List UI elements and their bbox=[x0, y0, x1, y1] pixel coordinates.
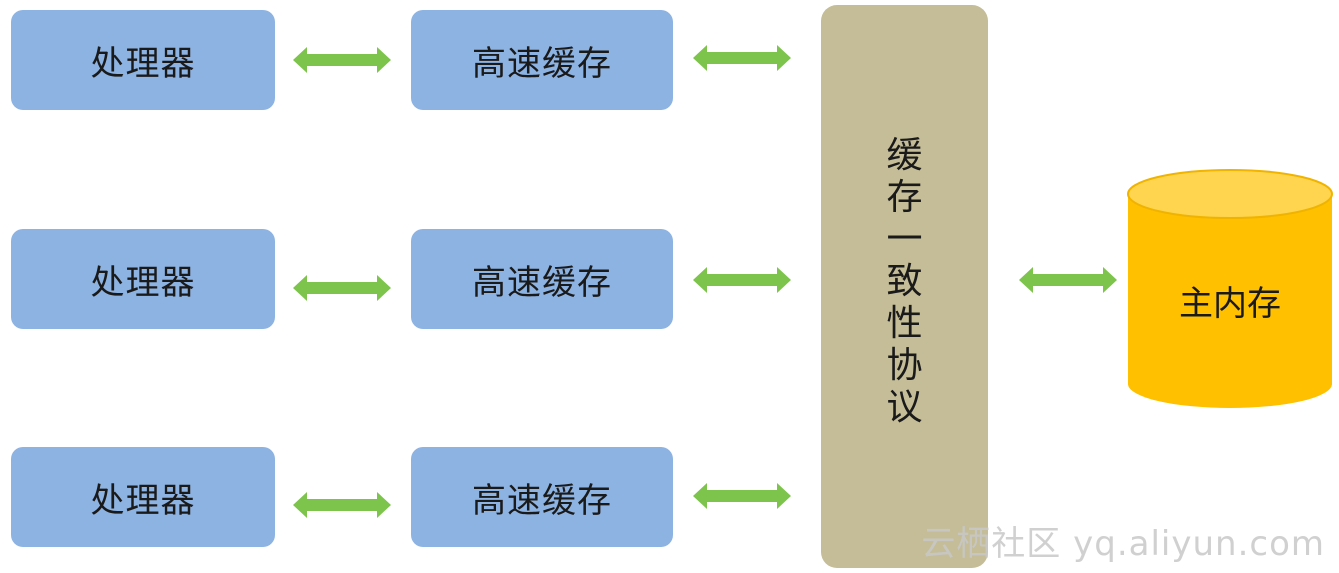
protocol-label: 缓 存 一 致 性 协 议 bbox=[821, 135, 988, 429]
cache-protocol-arrow-2 bbox=[693, 267, 791, 293]
protocol-char: 缓 bbox=[886, 135, 923, 176]
cache-label-3: 高速缓存 bbox=[472, 480, 612, 521]
processor-cache-arrow-2 bbox=[293, 275, 391, 301]
protocol-char: 协 bbox=[886, 345, 923, 386]
protocol-char: 性 bbox=[886, 303, 923, 344]
processor-box-1: 处理器 bbox=[11, 10, 275, 110]
cache-protocol-arrow-1 bbox=[693, 45, 791, 71]
main-memory-cylinder bbox=[1127, 169, 1333, 408]
cache-box-1: 高速缓存 bbox=[411, 10, 673, 110]
cache-label-1: 高速缓存 bbox=[472, 43, 612, 84]
main-memory-label: 主内存 bbox=[1179, 284, 1281, 324]
protocol-char: 存 bbox=[886, 177, 923, 218]
processor-box-2: 处理器 bbox=[11, 229, 275, 329]
processor-label-1: 处理器 bbox=[90, 43, 196, 84]
processor-cache-arrow-3 bbox=[293, 492, 391, 518]
cache-protocol-arrow-3 bbox=[693, 483, 791, 509]
cache-box-2: 高速缓存 bbox=[411, 229, 673, 329]
protocol-memory-arrow bbox=[1019, 267, 1117, 293]
cache-box-3: 高速缓存 bbox=[411, 447, 673, 547]
cache-coherence-protocol-box: 缓 存 一 致 性 协 议 bbox=[821, 5, 988, 568]
protocol-char: 致 bbox=[886, 261, 923, 302]
protocol-char: 一 bbox=[886, 219, 923, 260]
processor-box-3: 处理器 bbox=[11, 447, 275, 547]
processor-cache-arrow-1 bbox=[293, 47, 391, 73]
cache-label-2: 高速缓存 bbox=[472, 262, 612, 303]
protocol-char: 议 bbox=[886, 387, 923, 428]
processor-label-2: 处理器 bbox=[90, 262, 196, 303]
processor-label-3: 处理器 bbox=[90, 480, 196, 521]
watermark-text: 云栖社区 yq.aliyun.com bbox=[921, 524, 1325, 564]
